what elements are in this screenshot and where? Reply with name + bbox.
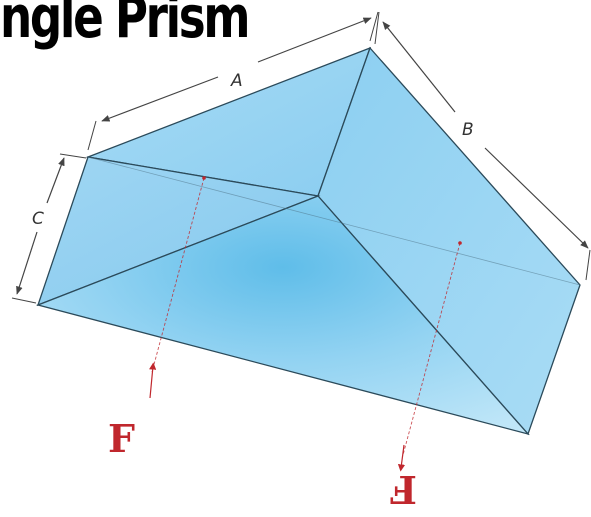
force-right-arrow xyxy=(397,444,406,472)
dimension-c-label: C xyxy=(32,209,44,229)
force-left: F xyxy=(108,176,206,461)
force-right: F xyxy=(390,241,462,512)
dimension-b-label: B xyxy=(462,120,474,140)
force-right-label: F xyxy=(390,467,417,512)
dimension-a-label: A xyxy=(230,71,243,91)
dimension-c: C xyxy=(11,153,87,304)
dimension-a: A xyxy=(87,11,379,151)
page-title: ngle Prism xyxy=(0,0,251,51)
prism-bottom-face xyxy=(35,195,530,436)
force-left-label: F xyxy=(108,416,135,461)
force-left-arrow xyxy=(149,362,157,399)
prism-hidden-edge xyxy=(87,156,581,286)
dimension-b: B xyxy=(374,11,591,281)
